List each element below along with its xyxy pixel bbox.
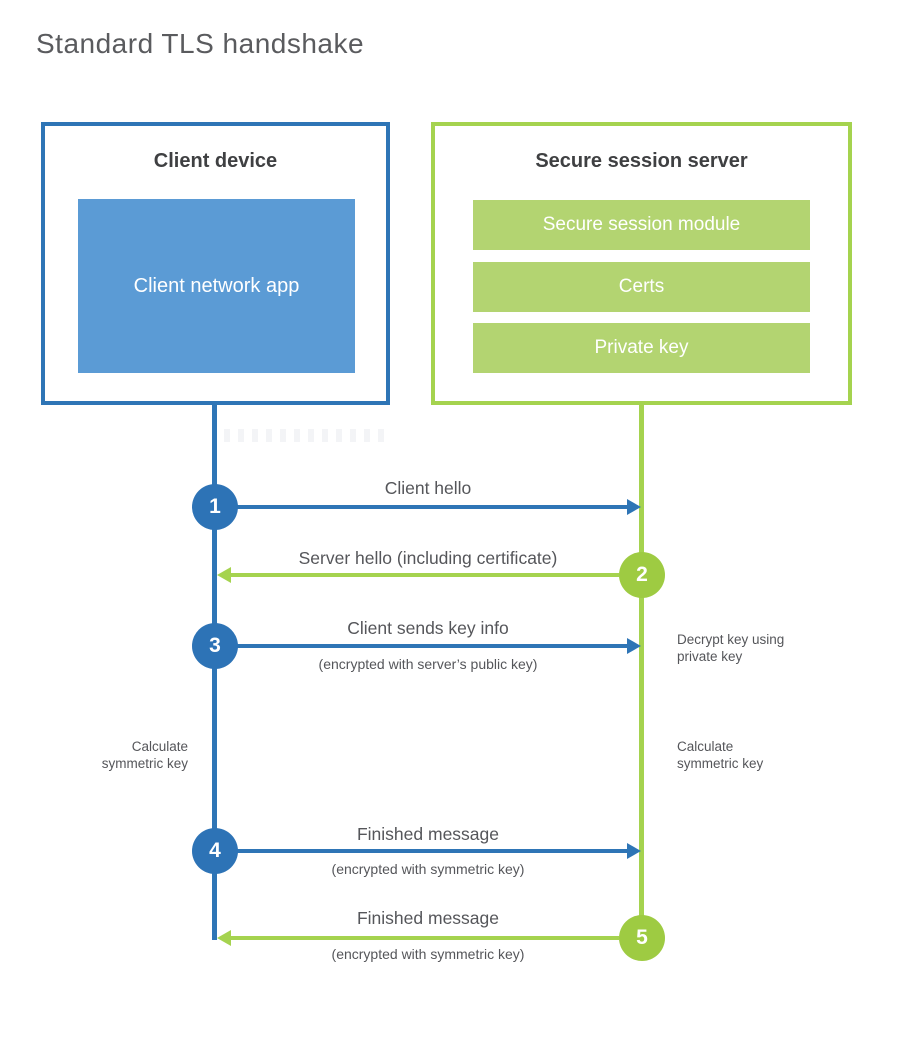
label-client-key-info: Client sends key info	[347, 618, 509, 638]
label-finished-server: Finished message	[356, 908, 500, 928]
secure-session-server-title: Secure session server	[535, 150, 748, 172]
client-device-box: Client device Client network app	[41, 122, 390, 405]
label-client-hello: Client hello	[384, 478, 472, 498]
arrow-finished-server	[217, 930, 619, 946]
step-circle-3: 3	[192, 623, 238, 669]
arrow-client-hello	[237, 499, 641, 515]
client-network-app-label: Client network app	[133, 274, 300, 297]
step-circle-5: 5	[619, 915, 665, 961]
sublabel-finished-client: (encrypted with symmetric key)	[331, 861, 525, 877]
step-circle-1: 1	[192, 484, 238, 530]
client-network-app-box: Client network app	[78, 199, 355, 373]
note-calculate-symmetric-key-client: Calculate symmetric key	[101, 739, 188, 772]
step-circle-2: 2	[619, 552, 665, 598]
client-device-title: Client device	[153, 150, 278, 172]
server-module-private-key: Private key	[473, 323, 810, 373]
server-module-secure-session: Secure session module	[473, 200, 810, 250]
step-circle-4: 4	[192, 828, 238, 874]
sublabel-client-key-info: (encrypted with server’s public key)	[318, 656, 538, 672]
server-module-certs: Certs	[473, 262, 810, 312]
server-lifeline	[639, 405, 644, 938]
note-decrypt-key: Decrypt key using private key	[677, 632, 785, 665]
label-finished-client: Finished message	[356, 824, 500, 844]
secure-session-server-box: Secure session server Secure session mod…	[431, 122, 852, 405]
label-server-hello: Server hello (including certificate)	[298, 548, 558, 568]
arrow-server-hello	[217, 567, 619, 583]
client-lifeline	[212, 405, 217, 940]
sublabel-finished-server: (encrypted with symmetric key)	[331, 946, 525, 962]
arrow-client-key-info	[237, 638, 641, 654]
faint-artifact-marks	[224, 429, 390, 442]
note-calculate-symmetric-key-server: Calculate symmetric key	[677, 739, 764, 772]
arrow-finished-client	[237, 843, 641, 859]
page-title: Standard TLS handshake	[36, 28, 365, 59]
